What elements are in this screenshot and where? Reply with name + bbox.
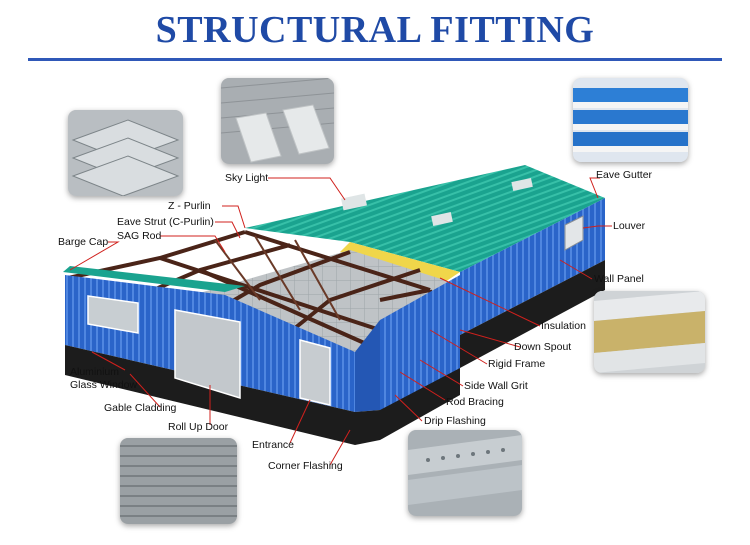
label-louver: Louver xyxy=(613,220,646,232)
label-rigid-frame: Rigid Frame xyxy=(488,358,546,370)
label-wall-panel: Wall Panel xyxy=(594,273,644,285)
end-wall-corner-base xyxy=(355,410,380,445)
label-aluminium: Aluminium xyxy=(70,366,120,378)
title-underline xyxy=(28,58,722,61)
rockwool-panel-image xyxy=(594,291,705,373)
c-purlin-image xyxy=(68,110,183,196)
photo-sky-light xyxy=(221,78,334,164)
label-insulation: Insulation xyxy=(541,320,586,332)
back-wall-base xyxy=(380,368,460,440)
label-rod-bracing: Rod Bracing xyxy=(446,396,504,408)
pointer-lines xyxy=(69,177,612,466)
end-wall-corner xyxy=(355,320,380,412)
insulation-strip xyxy=(340,242,460,282)
photo-eave-gutter xyxy=(573,78,688,162)
label-eave-gutter: Eave Gutter xyxy=(596,169,653,181)
label-glass-window: Glass Window xyxy=(70,379,138,391)
photo-c-purlin xyxy=(68,110,183,196)
title-word-fitting: FITTING xyxy=(430,9,595,51)
label-sky-light: Sky Light xyxy=(225,172,269,184)
label-entrance: Entrance xyxy=(252,439,295,451)
sky-light-image xyxy=(221,78,334,164)
label-z-purlin: Z - Purlin xyxy=(168,200,211,212)
entrance-door xyxy=(299,339,331,406)
label-drip-flashing: Drip Flashing xyxy=(424,415,486,427)
aluminium-window xyxy=(87,295,139,334)
roll-up-door-image xyxy=(120,438,237,524)
side-wall-base xyxy=(460,260,605,368)
photo-roll-up-door xyxy=(120,438,237,524)
label-roll-up-door: Roll Up Door xyxy=(168,421,229,433)
label-sag-rod: SAG Rod xyxy=(117,230,162,242)
photo-wall-panel xyxy=(594,291,705,373)
label-side-wall-grit: Side Wall Grit xyxy=(464,380,528,392)
skylight-1 xyxy=(341,193,367,211)
roll-up-door xyxy=(174,309,241,400)
label-down-spout: Down Spout xyxy=(514,341,572,353)
skylight-2 xyxy=(431,212,453,226)
label-barge-cap: Barge Cap xyxy=(58,236,109,248)
label-corner-flashing: Corner Flashing xyxy=(268,460,343,472)
label-gable-cladding: Gable Cladding xyxy=(104,402,177,414)
louver xyxy=(564,215,584,251)
roof-panel xyxy=(245,165,605,272)
title-word-structural: STRUCTURAL xyxy=(155,9,421,51)
sandwich-panel-image xyxy=(573,78,688,162)
z-purlin-lines xyxy=(214,235,341,321)
barge-cap xyxy=(63,266,245,292)
steel-beam-image xyxy=(408,430,522,516)
label-eave-strut: Eave Strut (C-Purlin) xyxy=(117,216,214,228)
skylight-3 xyxy=(511,178,533,191)
page-title: STRUCTURAL FITTING xyxy=(0,8,750,52)
photo-steel-beam xyxy=(408,430,522,516)
back-wall xyxy=(380,275,460,440)
